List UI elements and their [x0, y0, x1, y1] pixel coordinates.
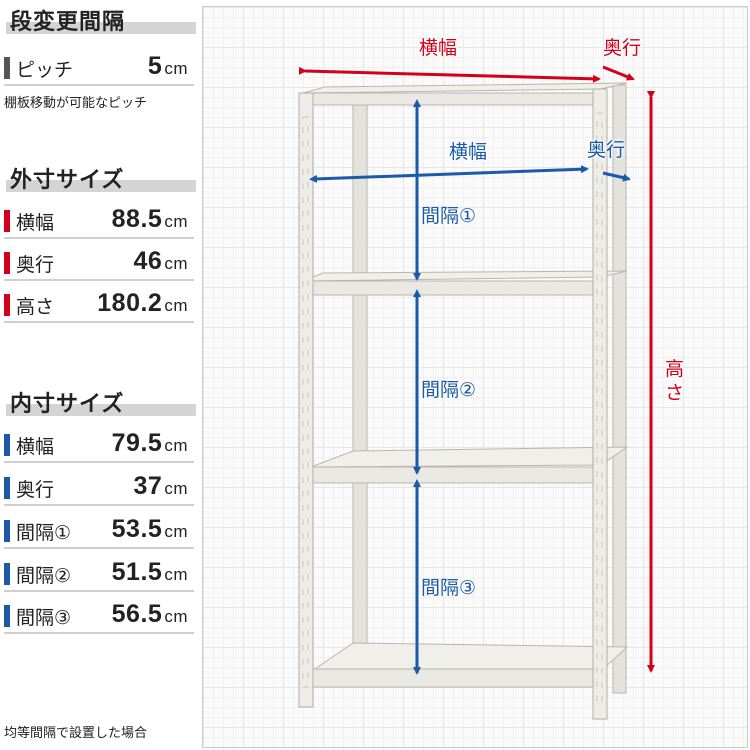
outer-width-label: 横幅	[16, 212, 55, 234]
outer-bar	[4, 210, 10, 232]
footnote: 均等間隔で設置した場合	[4, 726, 148, 741]
outer-width-label: 横幅	[419, 37, 458, 59]
shelf-bottom	[312, 642, 629, 688]
inner-bar	[4, 520, 10, 542]
outer-bar	[4, 252, 10, 274]
pitch-bar	[4, 57, 10, 79]
inner-gap2-label: 間隔②	[16, 565, 72, 587]
shelf-2	[302, 270, 628, 296]
inner-bar	[4, 434, 10, 456]
shelf-diagram: 横幅 奥行 高さ 横幅 奥行 間隔① 間隔② 間隔③	[202, 6, 748, 748]
inner-width-label: 横幅	[449, 141, 488, 163]
shelf-drawing	[298, 65, 655, 720]
shelf-3	[308, 446, 629, 484]
inner-width-arrow	[309, 165, 589, 183]
gap2-label: 間隔②	[421, 379, 477, 401]
outer-height-label: 高さ	[665, 358, 685, 404]
outer-bar	[4, 294, 10, 316]
outer-height-label: 高さ	[16, 296, 55, 318]
inner-depth-label: 奥行	[587, 139, 626, 161]
front-left-post	[298, 92, 314, 708]
inner-bar	[4, 563, 10, 585]
inner-width-label: 横幅	[16, 436, 55, 458]
inner-depth-label: 奥行	[16, 479, 55, 501]
gap1-label: 間隔①	[421, 205, 477, 227]
outer-section-title: 外寸サイズ	[6, 162, 196, 194]
shelf-top	[302, 82, 628, 106]
inner-section-title: 内寸サイズ	[6, 386, 196, 418]
pitch-note: 棚板移動が可能なピッチ	[4, 96, 148, 111]
outer-width-arrow	[298, 66, 601, 83]
outer-depth-label: 奥行	[603, 37, 642, 59]
front-right-post	[592, 88, 608, 720]
gap3-label: 間隔③	[421, 577, 477, 599]
inner-gap3-label: 間隔③	[16, 607, 72, 629]
inner-bar	[4, 605, 10, 627]
outer-depth-arrow	[602, 65, 635, 81]
pitch-section-title: 段変更間隔	[6, 4, 196, 36]
back-left-post	[352, 94, 368, 688]
outer-depth-label: 奥行	[16, 254, 55, 276]
inner-bar	[4, 477, 10, 499]
pitch-label: ピッチ	[16, 59, 74, 81]
inner-depth-arrow	[602, 171, 631, 182]
inner-gap1-label: 間隔①	[16, 522, 72, 544]
